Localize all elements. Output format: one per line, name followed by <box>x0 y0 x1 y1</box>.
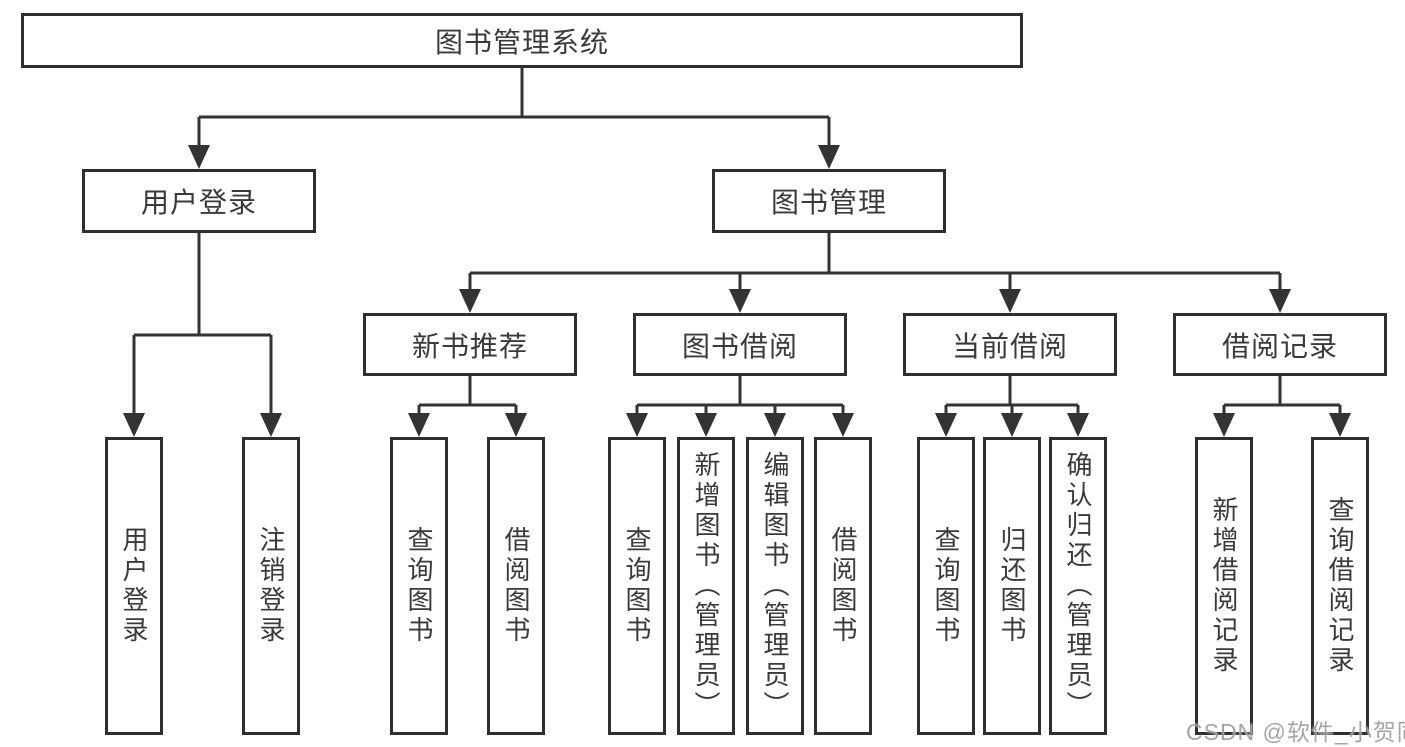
node-label: 图书借阅 <box>681 330 798 362</box>
leaf-return-books: 归还图书 <box>983 437 1041 735</box>
connector-borrow-records-children <box>1222 376 1342 415</box>
arrowhead-icon <box>935 413 957 437</box>
connector-book-borrow-children <box>635 376 845 415</box>
node-borrow-records: 借阅记录 <box>1173 313 1387 376</box>
node-label: 用户登录 <box>140 187 257 218</box>
leaf-borrow-books: 借阅图书 <box>814 437 872 735</box>
leaf-query-borrow-record: 查询借阅记录 <box>1311 437 1369 735</box>
watermark: CSDN @软件_小贺同学 <box>1186 719 1405 745</box>
connector-book-management-children <box>468 233 1282 291</box>
arrowhead-icon <box>1067 413 1089 437</box>
leaf-label: 归还图书 <box>997 526 1027 646</box>
arrowhead-icon <box>123 413 145 437</box>
arrowhead-icon <box>459 289 481 313</box>
leaf-query-books-current: 查询图书 <box>917 437 975 735</box>
arrowhead-icon <box>818 145 840 169</box>
arrowhead-icon <box>260 413 282 437</box>
arrowhead-icon <box>832 413 854 437</box>
leaf-label: 查询图书 <box>622 526 652 646</box>
leaf-add-borrow-record: 新增借阅记录 <box>1195 437 1253 735</box>
leaf-label: 查询图书 <box>931 526 961 646</box>
node-label: 新书推荐 <box>411 330 528 362</box>
leaf-label: 查询图书 <box>404 526 434 646</box>
connector-root-to-level2 <box>197 68 831 147</box>
node-current-borrow: 当前借阅 <box>903 313 1117 376</box>
arrowhead-icon <box>764 413 786 437</box>
node-book-management: 图书管理 <box>712 169 946 233</box>
leaf-borrow-books-recommend: 借阅图书 <box>487 437 545 735</box>
leaf-add-books-admin: 新增图书（管理员） <box>677 437 735 735</box>
leaf-label: 确认归还（管理员） <box>1063 451 1093 721</box>
leaf-user-login: 用户登录 <box>105 437 163 735</box>
arrowhead-icon <box>408 413 430 437</box>
arrowhead-icon <box>626 413 648 437</box>
connector-user-login-children <box>132 233 273 415</box>
node-label: 当前借阅 <box>951 330 1068 362</box>
connector-new-book-children <box>417 376 518 415</box>
node-user-login: 用户登录 <box>82 169 316 233</box>
leaf-edit-books-admin: 编辑图书（管理员） <box>746 437 804 735</box>
leaf-label: 新增图书（管理员） <box>691 451 721 721</box>
arrowhead-icon <box>729 289 751 313</box>
arrowhead-icon <box>1001 413 1023 437</box>
arrowhead-icon <box>1329 413 1351 437</box>
leaf-label: 查询借阅记录 <box>1325 496 1355 676</box>
node-label: 图书管理 <box>770 187 887 218</box>
arrowhead-icon <box>188 145 210 169</box>
leaf-label: 借阅图书 <box>501 526 531 646</box>
arrowhead-icon <box>1213 413 1235 437</box>
node-label: 借阅记录 <box>1221 330 1338 362</box>
node-library-management-system: 图书管理系统 <box>21 13 1023 68</box>
leaf-label: 注销登录 <box>256 526 286 646</box>
leaf-label: 用户登录 <box>119 526 149 646</box>
connector-current-borrow-children <box>944 376 1080 415</box>
arrowhead-icon <box>1269 289 1291 313</box>
node-label: 图书管理系统 <box>434 26 609 58</box>
leaf-query-books-recommend: 查询图书 <box>390 437 448 735</box>
leaf-label: 新增借阅记录 <box>1209 496 1239 676</box>
leaf-logout: 注销登录 <box>242 437 300 735</box>
arrowhead-icon <box>695 413 717 437</box>
leaf-label: 编辑图书（管理员） <box>760 451 790 721</box>
arrowhead-icon <box>999 289 1021 313</box>
leaf-label: 借阅图书 <box>828 526 858 646</box>
node-new-book-recommend: 新书推荐 <box>363 313 577 376</box>
node-book-borrow: 图书借阅 <box>633 313 847 376</box>
leaf-confirm-return-admin: 确认归还（管理员） <box>1049 437 1107 735</box>
arrowhead-icon <box>505 413 527 437</box>
leaf-query-books-borrow: 查询图书 <box>608 437 666 735</box>
